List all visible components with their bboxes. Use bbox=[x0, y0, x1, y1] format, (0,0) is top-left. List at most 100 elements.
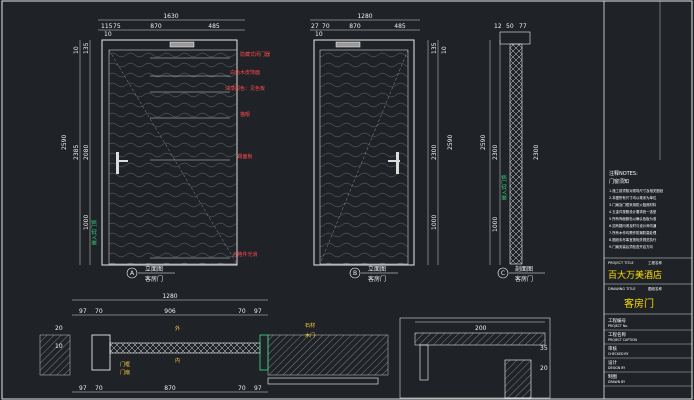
section-view: 12 50 77 2590 2300 2300 1000 嵌入式门顶 C 剖面图… bbox=[480, 23, 545, 283]
section-h2: 2300 bbox=[492, 145, 499, 160]
section-h3: 1000 bbox=[492, 217, 499, 232]
elevation2-dim-total: 1280 bbox=[357, 13, 372, 20]
plan-label-outside: 外 bbox=[175, 325, 180, 332]
section-dim-a: 12 bbox=[494, 23, 502, 30]
plan-dim-d4: 70 bbox=[238, 308, 246, 315]
notes-list: 1.施工前须核对现场尺寸及相关图纸 2.本图所有尺寸均以毫米为单位 3.门扇及门框采… bbox=[609, 188, 664, 249]
elevation1-callout-sub: 客房门 bbox=[145, 275, 163, 283]
plan-dim-total: 1280 bbox=[162, 293, 177, 300]
title-row-en: DESIGN BY bbox=[608, 366, 625, 370]
elevation2-dim-l2: 70 bbox=[322, 23, 330, 30]
note-item: 9.门扇安装后须检查开启方向 bbox=[609, 244, 654, 249]
note-item: 2.本图所有尺寸均以毫米为单位 bbox=[609, 195, 657, 200]
note-item: 5.所有饰面颜色以确认色板为准 bbox=[609, 216, 657, 221]
plan-label-leaf: 门扇 bbox=[120, 369, 130, 376]
detail-dim-b: 20 bbox=[540, 365, 548, 372]
plan-label-woodendoor: 木门 bbox=[305, 332, 315, 339]
section-door-leaf bbox=[509, 43, 523, 265]
plan-bottom-d3: 70 bbox=[238, 385, 246, 392]
drawing-type: 图纸名称 bbox=[648, 286, 662, 291]
annotation-closer: 隐藏式闭门器 bbox=[240, 51, 270, 58]
annotation-peephole: 猫眼 bbox=[240, 111, 250, 118]
section-h4: 2300 bbox=[533, 145, 540, 160]
section-dim-b: 50 bbox=[506, 23, 514, 30]
elevation1-h6: 135 bbox=[83, 42, 90, 54]
title-row-cn: 制图 bbox=[608, 373, 617, 380]
plan-label-stone: 石材 bbox=[305, 322, 315, 329]
plan-label-frame: 门框 bbox=[120, 361, 130, 368]
elevation1-dim-left: 115 bbox=[101, 23, 113, 30]
elevation2-h1: 2590 bbox=[447, 135, 454, 150]
elevation1-dim-total: 1630 bbox=[163, 13, 178, 20]
title-row-en: DRAWN BY bbox=[608, 380, 625, 384]
elevation1-dim-center: 870 bbox=[150, 23, 162, 30]
plan-view: 1280 97 70 906 70 97 石材 门框 门扇 木门 外 内 20 … bbox=[39, 293, 389, 393]
elevation1-h3: 2080 bbox=[83, 145, 90, 160]
elevation-1: 1630 115 75 10 870 485 2590 2385 2080 10… bbox=[61, 13, 245, 283]
elevation1-h2: 2385 bbox=[73, 145, 80, 160]
frame-detail: 200 35 20 bbox=[399, 317, 551, 399]
detail-dim-a: 35 bbox=[540, 345, 548, 352]
plan-bottom-center: 870 bbox=[164, 385, 176, 392]
plan-bottom-d2: 70 bbox=[95, 385, 103, 392]
elevation1-dim-right: 485 bbox=[208, 23, 220, 30]
door-handle-2 bbox=[396, 152, 399, 174]
elevation2-h5: 10 bbox=[441, 46, 448, 54]
section-callout-letter: C bbox=[501, 270, 505, 277]
elevation2-callout-title: 立面图 bbox=[368, 265, 386, 273]
elevation2-callout-sub: 客房门 bbox=[368, 275, 386, 283]
detail-dim-w: 200 bbox=[475, 325, 487, 332]
door-handle-1 bbox=[116, 152, 119, 174]
section-dim-c: 77 bbox=[519, 23, 527, 30]
plan-label-inside: 内 bbox=[175, 357, 180, 364]
plan-dim-d2: 70 bbox=[95, 308, 103, 315]
elevation2-dim-l1: 27 bbox=[311, 23, 319, 30]
title-row-cn: 工程名称 bbox=[608, 331, 626, 338]
title-row-en: CHECKED BY bbox=[608, 352, 628, 356]
note-item: 3.门扇及门框采用防火阻燃材料 bbox=[609, 202, 657, 207]
title-row-cn: 设计 bbox=[608, 359, 617, 366]
elevation1-h1: 2590 bbox=[61, 135, 68, 150]
drawing-name: 客房门 bbox=[624, 297, 654, 310]
elevation1-callout-letter: A bbox=[130, 270, 135, 277]
section-callout-title: 剖面图 bbox=[515, 265, 533, 273]
note-item: 1.施工前须核对现场尺寸及相关图纸 bbox=[609, 188, 664, 193]
plan-dim-d1: 97 bbox=[79, 308, 87, 315]
section-h1: 2590 bbox=[480, 135, 487, 150]
title-row-en: PROJECT CAPTION bbox=[608, 338, 638, 342]
elevation1-vertical-label: 嵌入式门顶 bbox=[91, 220, 98, 245]
title-row-en: PROJECT No. bbox=[608, 324, 628, 328]
plan-side-dim-1: 20 bbox=[55, 325, 63, 332]
title-row-cn: 工程编号 bbox=[608, 317, 626, 324]
title-block: 注释NOTES: 门窗须知 1.施工前须核对现场尺寸及相关图纸2.本图所有尺寸均… bbox=[603, 0, 693, 400]
plan-bottom-d4: 97 bbox=[254, 385, 262, 392]
elevation2-h2: 2300 bbox=[431, 145, 438, 160]
elevation2-h4: 135 bbox=[431, 42, 438, 54]
elevation1-dim-l2: 75 bbox=[113, 23, 121, 30]
title-row-cn: 审核 bbox=[608, 345, 617, 352]
annotation-door: 合格件光滑 bbox=[232, 251, 257, 258]
elevation1-callout-title: 立面图 bbox=[145, 265, 163, 273]
annotation-paint: 油漆颜色：见色板 bbox=[225, 85, 265, 92]
elevation2-callout-letter: B bbox=[353, 270, 357, 277]
project-name: 百大万美酒店 bbox=[608, 269, 662, 281]
elevation2-dim-right: 485 bbox=[394, 23, 406, 30]
note-item: 7.所有木作均需作防潮防腐处理 bbox=[609, 230, 657, 235]
project-title-label: PROJECT TITLE bbox=[608, 261, 634, 265]
elevation2-h3: 1000 bbox=[431, 215, 438, 230]
project-type: 工程名称 bbox=[648, 260, 662, 265]
drawing-title-label: DRAWING TITLE bbox=[608, 287, 636, 291]
plan-dim-center: 906 bbox=[164, 308, 176, 315]
elevation1-h4: 1000 bbox=[83, 215, 90, 230]
elevation-2: 1280 27 70 10 870 485 2590 2300 1000 135… bbox=[310, 13, 454, 283]
annotation-veneer: 白色木皮饰面 bbox=[230, 69, 260, 76]
plan-wall-stone bbox=[267, 334, 389, 376]
note-item: 6.如有疑问请及时与设计师沟通 bbox=[609, 223, 657, 228]
elevation2-dim-l3: 10 bbox=[315, 31, 323, 38]
detail-profile bbox=[504, 359, 532, 399]
section-vertical-label: 嵌入式门顶 bbox=[501, 175, 508, 200]
elevation2-dim-center: 870 bbox=[349, 23, 361, 30]
elevation1-dim-l3: 10 bbox=[104, 31, 112, 38]
